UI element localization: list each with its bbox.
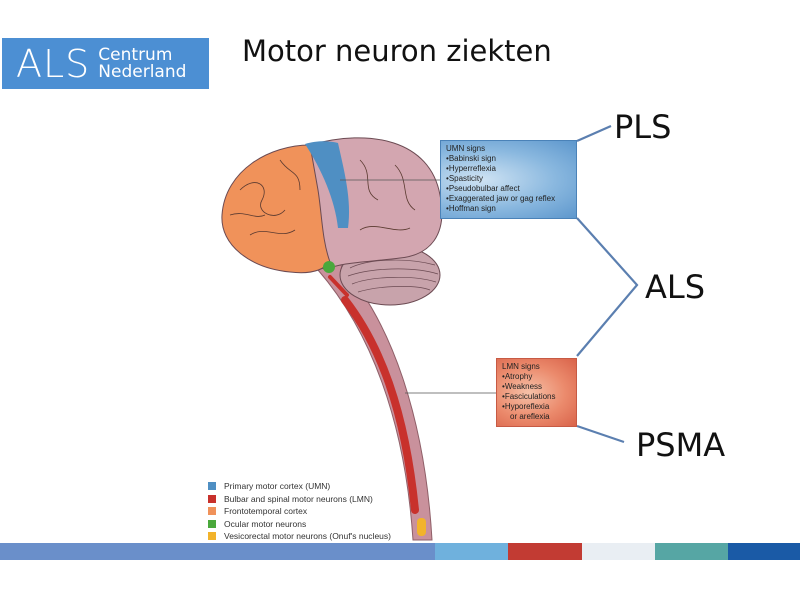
legend-item: Primary motor cortex (UMN)	[208, 480, 391, 493]
logo-line2: Nederland	[98, 61, 187, 82]
legend-swatch	[208, 494, 216, 503]
ocular-motor-neurons	[323, 261, 335, 273]
legend: Primary motor cortex (UMN) Bulbar and sp…	[208, 480, 391, 543]
footer-bar-2	[435, 543, 508, 560]
legend-label: Bulbar and spinal motor neurons (LMN)	[224, 493, 373, 504]
lmn-tract	[341, 296, 419, 514]
brainstem-tract	[328, 275, 349, 297]
lmn-heading: LMN signs	[502, 362, 540, 371]
legend-label: Ocular motor neurons	[224, 518, 307, 529]
connector-lines	[576, 124, 639, 444]
legend-item: Vesicorectal motor neurons (Onuf's nucle…	[208, 530, 391, 543]
cerebellum-folds	[347, 259, 439, 293]
legend-swatch	[208, 482, 216, 491]
lmn-item: Atrophy	[502, 372, 571, 382]
onuf-nucleus	[417, 518, 426, 536]
lmn-signs-box: LMN signs Atrophy Weakness Fasciculation…	[496, 358, 577, 427]
umn-signs-box: UMN signs Babinski sign Hyperreflexia Sp…	[440, 140, 577, 219]
umn-item: Pseudobulbar affect	[446, 184, 571, 194]
umn-heading: UMN signs	[446, 144, 486, 153]
gyri	[229, 159, 416, 236]
legend-swatch	[208, 532, 216, 541]
primary-motor-cortex	[305, 141, 350, 228]
logo: ALS Centrum Nederland	[2, 38, 209, 89]
legend-label: Vesicorectal motor neurons (Onuf's nucle…	[224, 531, 391, 541]
spinal-cord	[317, 261, 433, 541]
umn-item: Babinski sign	[446, 154, 571, 164]
umn-item: Hyperreflexia	[446, 164, 571, 174]
legend-label: Primary motor cortex (UMN)	[224, 481, 331, 491]
legend-swatch	[208, 519, 216, 528]
legend-item: Bulbar and spinal motor neurons (LMN)	[208, 493, 391, 506]
legend-swatch	[208, 507, 216, 516]
umn-item: Hoffman sign	[446, 204, 571, 214]
label-als: ALS	[645, 268, 706, 306]
slide-title: Motor neuron ziekten	[242, 34, 552, 68]
lmn-item: Hyporeflexia	[502, 402, 571, 412]
logo-line1: Centrum	[98, 44, 173, 65]
umn-item: Exaggerated jaw or gag reflex	[446, 194, 571, 204]
logo-mark: ALS	[16, 41, 91, 86]
footer-bar-3	[508, 543, 582, 560]
lmn-item: Weakness	[502, 382, 571, 392]
footer-bar-5	[655, 543, 728, 560]
umn-item: Spasticity	[446, 174, 571, 184]
logo-text: Centrum Nederland	[98, 44, 187, 82]
footer-bar-6	[728, 543, 800, 560]
footer-bar-1	[0, 543, 435, 560]
footer-bar-4	[582, 543, 655, 560]
frontotemporal-cortex	[221, 144, 331, 274]
legend-item: Frontotemporal cortex	[208, 505, 391, 518]
lmn-item-cont: or areflexia	[510, 412, 550, 421]
legend-label: Frontotemporal cortex	[224, 506, 308, 516]
legend-item: Ocular motor neurons	[208, 518, 391, 531]
lmn-item: Fasciculations	[502, 392, 571, 402]
label-pls: PLS	[614, 108, 672, 146]
label-psma: PSMA	[636, 426, 726, 464]
